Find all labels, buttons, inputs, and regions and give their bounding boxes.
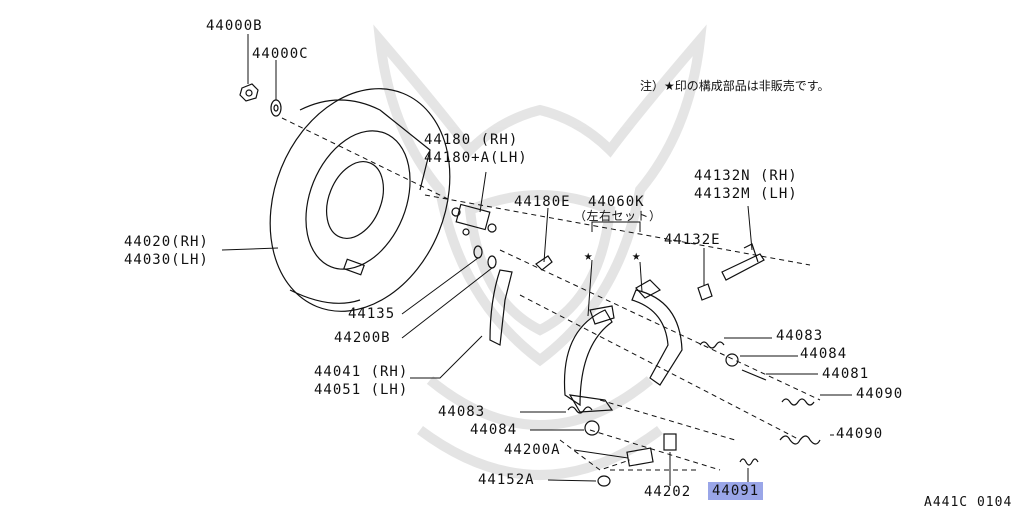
washer-44000c [270,99,282,117]
pin-44081 [741,369,767,381]
part-44200b [487,255,497,269]
label-44090-a[interactable]: 44090 [856,386,904,402]
set-note: （左右セット） [574,209,662,223]
label-44084-left[interactable]: 44084 [470,422,518,438]
label-44020[interactable]: 44020(RH) [124,234,209,250]
label-44152a[interactable]: 44152A [478,472,535,488]
label-44030[interactable]: 44030(LH) [124,252,209,268]
label-44132n[interactable]: 44132N (RH) [694,168,798,184]
label-44084-right[interactable]: 44084 [800,346,848,362]
label-44041[interactable]: 44041 (RH) [314,364,409,380]
leader-lines [221,34,852,486]
backing-plate [269,88,451,312]
label-44180-lh[interactable]: 44180+A(LH) [424,150,528,166]
label-44000c[interactable]: 44000C [252,46,309,62]
label-44090-b[interactable]: 44090 [836,426,884,442]
label-44083-left[interactable]: 44083 [438,404,486,420]
label-44135[interactable]: 44135 [348,306,396,322]
label-44132e[interactable]: 44132E [664,232,721,248]
adjuster-44041 [489,269,513,346]
spring-44091 [739,458,759,466]
label-44202[interactable]: 44202 [644,484,692,500]
nut-44000b [239,83,259,102]
spring-44090-a [781,398,815,406]
non-sale-note: 注）★印の構成部品は非販売です。 [640,79,830,93]
assembly-lines [281,117,821,471]
part-44152a [597,475,611,487]
star-marker-left: ★ [584,248,594,264]
label-44200b[interactable]: 44200B [334,330,391,346]
diagram-code: A441C 0104 [924,495,1013,510]
label-44132m[interactable]: 44132M (LH) [694,186,798,202]
watermark-logo [373,24,707,480]
adjuster-44200a [626,447,654,467]
label-44180e[interactable]: 44180E [514,194,571,210]
label-44081[interactable]: 44081 [822,366,870,382]
brake-shoe-right [631,279,683,386]
label-44083-right[interactable]: 44083 [776,328,824,344]
label-44091-highlighted[interactable]: 44091 [708,482,764,500]
label-44180-rh[interactable]: 44180 (RH) [424,132,519,148]
cup-44084-left [584,420,600,436]
wheel-cylinder-44180 [451,203,497,236]
part-44202 [663,433,677,451]
brake-shoe-left [563,305,615,413]
lever-44132 [721,243,765,281]
clip-44132e [697,283,713,301]
label-44000b[interactable]: 44000B [206,18,263,34]
star-marker-right: ★ [632,248,642,264]
label-44200a[interactable]: 44200A [504,442,561,458]
spring-44083-right [699,341,725,349]
spring-44083-left [567,406,593,414]
label-44060k[interactable]: 44060K [588,194,645,210]
cup-44084-right [725,353,739,367]
label-44051[interactable]: 44051 (LH) [314,382,409,398]
